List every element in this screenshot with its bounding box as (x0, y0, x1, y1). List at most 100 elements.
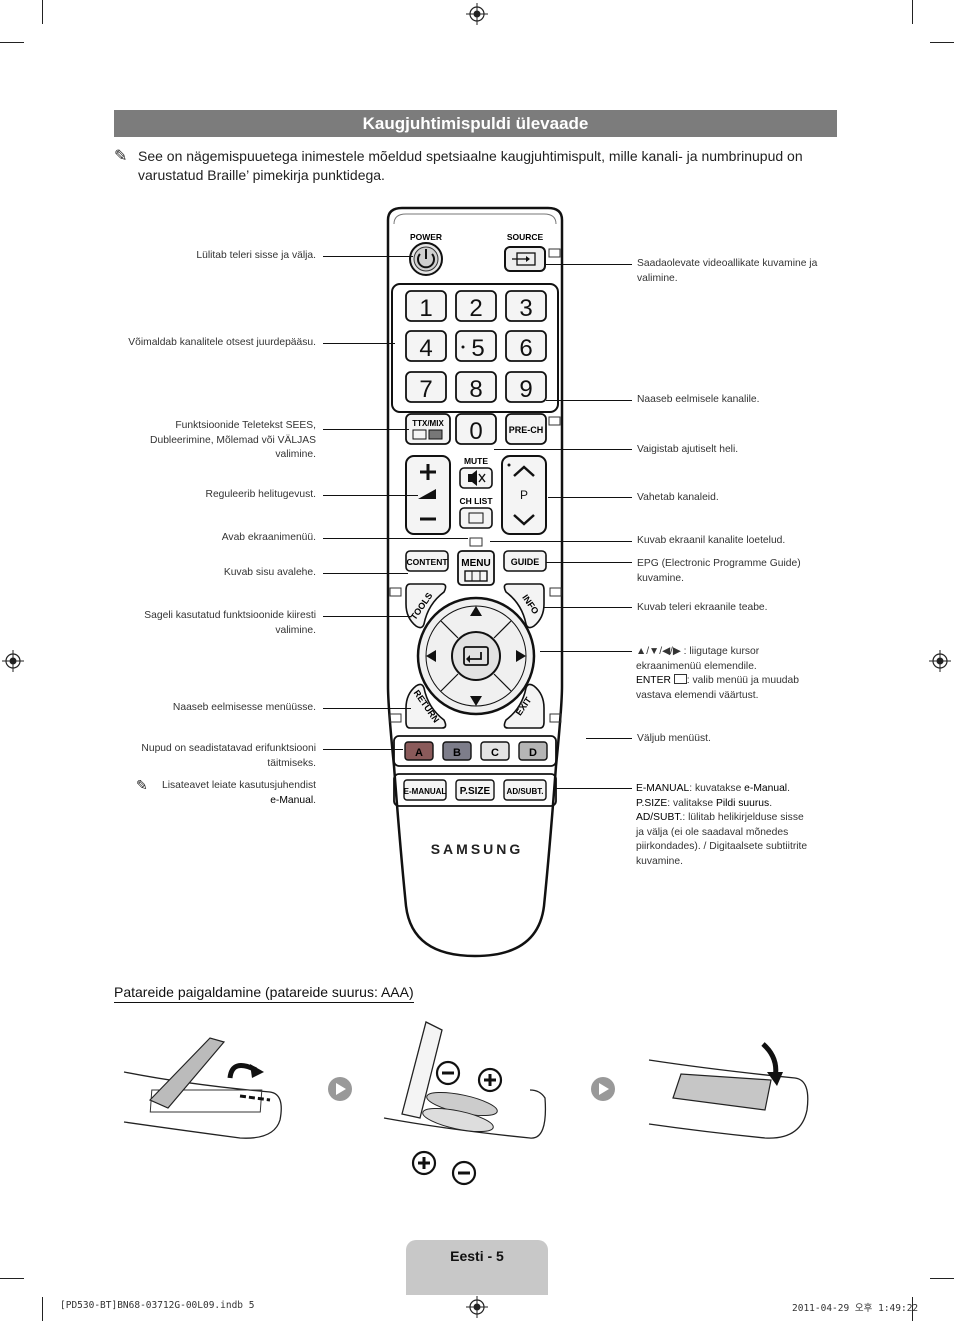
ttx-mix-button[interactable]: TTX/MIX (405, 413, 451, 445)
e-manual-button[interactable]: E-MANUAL (403, 779, 447, 801)
note-paragraph: ✎ See on nägemispuuetega inimestele mõel… (114, 147, 844, 185)
digit-button-6[interactable]: 6 (505, 330, 547, 362)
p-size-button[interactable]: P.SIZE (455, 779, 495, 801)
source-tag-icon (548, 248, 561, 258)
ttx-caption: TTX/MIX (412, 419, 444, 428)
menu-button[interactable]: MENU (457, 550, 495, 586)
digit-button-3[interactable]: 3 (505, 290, 547, 322)
note-text: See on nägemispuuetega inimestele mõeldu… (138, 148, 803, 183)
mute-caption: MUTE (464, 456, 488, 466)
arrow-next-icon (328, 1077, 352, 1101)
color-button-b[interactable]: B (442, 741, 472, 761)
label-mute: Vaigistab ajutiselt heli. (637, 444, 739, 455)
content-button[interactable]: CONTENT (405, 550, 449, 572)
label-color-buttons: Nupud on seadistatavad erifunktsiooni tä… (141, 743, 316, 769)
menu-tag-icon (469, 537, 483, 547)
enter-icon (673, 674, 687, 684)
color-button-a[interactable]: A (404, 741, 434, 761)
color-b-caption: B (453, 747, 461, 759)
battery-heading: Patareide paigaldamine (patareide suurus… (114, 984, 414, 1003)
digit-button-1[interactable]: 1 (405, 290, 447, 322)
leader-line (546, 400, 632, 401)
tools-tag-icon (389, 587, 402, 597)
nav-up-icon (470, 606, 482, 616)
digit-label: 6 (519, 335, 532, 362)
digit-button-9[interactable]: 9 (505, 371, 547, 403)
enter-icon (463, 646, 489, 666)
guide-button[interactable]: GUIDE (503, 550, 547, 572)
digit-label: 2 (469, 295, 482, 322)
label-guide: EPG (Electronic Programme Guide) kuvamin… (637, 558, 801, 584)
tools-button[interactable] (405, 583, 447, 629)
label-pre-ch: Naaseb eelmisele kanalile. (637, 394, 760, 405)
leader-line (548, 497, 632, 498)
crop-mark (930, 1278, 954, 1279)
brand-logo: SAMSUNG (431, 841, 524, 857)
content-caption: CONTENT (406, 557, 448, 567)
ad-subt-caption: AD/SUBT. (507, 787, 544, 796)
label-function-buttons: E-MANUAL: kuvatakse e-Manual. P.SIZE: va… (636, 783, 808, 867)
footer-file-info: [PD530-BT]BN68-03712G-00L09.indb 5 (60, 1300, 255, 1311)
teletext-mix-icon (428, 429, 443, 440)
teletext-icon (412, 429, 427, 440)
registration-mark-icon (929, 650, 951, 672)
pencil-icon: ✎ (136, 777, 148, 793)
digit-button-8[interactable]: 8 (455, 371, 497, 403)
label-return: Naaseb eelmisesse menüüsse. (172, 702, 316, 713)
info-tag-icon (549, 587, 562, 597)
digit-button-5[interactable]: 5 (455, 330, 497, 362)
registration-mark-icon (466, 3, 488, 25)
digit-button-2[interactable]: 2 (455, 290, 497, 322)
leader-line (494, 449, 632, 450)
digit-label: 8 (469, 376, 482, 403)
label-content: Kuvab sisu avalehe. (223, 567, 316, 578)
enter-button[interactable] (451, 631, 501, 681)
ad-subt-button[interactable]: AD/SUBT. (503, 779, 547, 801)
guide-caption: GUIDE (511, 557, 540, 567)
label-info: Kuvab teleri ekraanile teabe. (637, 602, 768, 613)
leader-line (490, 541, 632, 542)
label-menu: Avab ekraanimenüü. (221, 532, 316, 543)
leader-line (540, 651, 632, 652)
source-caption: SOURCE (507, 232, 544, 242)
pre-ch-caption: PRE-CH (509, 425, 544, 435)
crop-mark (0, 1278, 24, 1279)
return-tag-icon (389, 713, 402, 723)
leader-line (323, 495, 418, 496)
power-icon (417, 249, 435, 269)
label-manual-note: Lisateavet leiate kasutusjuhendist e-Man… (162, 780, 316, 806)
page-title: Kaugjuhtimispuldi ülevaade (114, 110, 837, 137)
return-button[interactable] (405, 683, 447, 729)
digit-button-4[interactable]: 4 (405, 330, 447, 362)
leader-line (586, 738, 632, 739)
color-c-caption: C (491, 747, 499, 759)
color-button-c[interactable]: C (480, 741, 510, 761)
remote-control: POWER SOURCE 1 2 3 4 5 6 7 8 9 TTX/MIX 0… (386, 206, 564, 958)
menu-grid-icon (464, 570, 488, 582)
leader-line (544, 607, 632, 608)
source-icon (512, 252, 536, 266)
volume-up-icon (420, 464, 436, 480)
digit-button-7[interactable]: 7 (405, 371, 447, 403)
info-button[interactable] (503, 583, 545, 629)
volume-ramp-icon (418, 489, 436, 499)
digit-label: 9 (519, 376, 532, 403)
crop-mark (912, 0, 913, 24)
channel-rocker[interactable] (501, 455, 547, 535)
menu-caption: MENU (461, 558, 490, 569)
exit-button[interactable] (503, 683, 545, 729)
page-number-tab: Eesti - 5 (406, 1240, 548, 1295)
leader-line (323, 256, 413, 257)
ch-list-button[interactable] (459, 507, 493, 529)
channel-up-icon (513, 465, 535, 477)
label-source: Saadaolevate videoallikate kuvamine ja v… (637, 258, 818, 284)
braille-dot-icon (461, 345, 465, 349)
color-button-d[interactable]: D (518, 741, 548, 761)
pre-ch-button[interactable]: PRE-CH (505, 413, 547, 445)
digit-button-0[interactable]: 0 (455, 413, 497, 445)
crop-mark (42, 0, 43, 24)
label-volume: Reguleerib helitugevust. (205, 489, 316, 500)
label-navigation: ▲/▼/◀/▶ : liigutage kursor ekraanimenüü … (636, 646, 799, 701)
label-ch-list: Kuvab ekraanil kanalite loetelud. (637, 535, 786, 546)
crop-mark (912, 1297, 913, 1321)
